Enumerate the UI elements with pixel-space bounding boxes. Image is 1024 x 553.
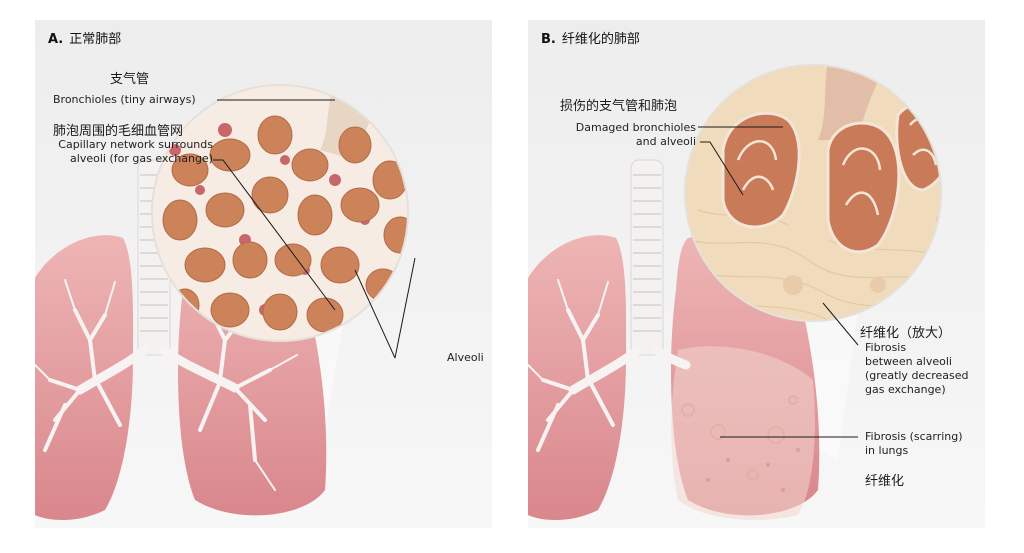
- panel-letter: B.: [541, 32, 556, 47]
- fibrosis-alveoli-line3: (greatly decreased: [865, 369, 969, 382]
- fibrosis-zoom-circle: [685, 65, 941, 321]
- panel-fibrotic-lung: B. 纤维化的肺部 损伤的支气管和肺泡 Damaged bronchioles a…: [528, 20, 985, 528]
- fibrotic-lung-illustration: [528, 64, 942, 521]
- scarring-label-cn: 纤维化: [865, 474, 905, 489]
- panel-a-heading: A. 正常肺部: [48, 28, 121, 47]
- damaged-label-en-line2: and alveoli: [635, 135, 696, 148]
- scar-spots: [681, 395, 798, 481]
- bronchioles-label-cn: 支气管: [110, 72, 150, 87]
- damaged-label-cn: 损伤的支气管和肺泡: [560, 99, 678, 114]
- bronchial-tree: [528, 279, 691, 452]
- panel-normal-lung: A. 正常肺部 支气管 Bronchioles (tiny airways) 肺泡…: [35, 20, 492, 528]
- capillary-label-en-line2: alveoli (for gas exchange): [70, 152, 213, 165]
- left-lung: [528, 235, 627, 521]
- fibrosis-alveoli-line1: Fibrosis: [865, 341, 907, 354]
- alveoli-label-en: Alveoli: [447, 351, 484, 364]
- panel-title: 正常肺部: [69, 32, 122, 47]
- capillary-label-cn: 肺泡周围的毛细血管网: [53, 124, 184, 139]
- left-lung: [35, 235, 134, 521]
- trachea: [630, 159, 664, 356]
- scarring-label-line2: in lungs: [865, 444, 909, 457]
- panel-letter: A.: [48, 32, 64, 47]
- alveoli-zoom-circle: [152, 85, 408, 341]
- panel-title: 纤维化的肺部: [561, 32, 640, 47]
- leader-lines: [213, 99, 416, 359]
- leader-lines: [698, 126, 859, 438]
- bronchioles-label-en: Bronchioles (tiny airways): [53, 93, 196, 106]
- fibrosis-alveoli-line4: gas exchange): [865, 383, 946, 396]
- scarring-label-line1: Fibrosis (scarring): [865, 430, 963, 443]
- damaged-label-en-line1: Damaged bronchioles: [575, 121, 696, 134]
- normal-lung-illustration: [35, 84, 416, 521]
- panel-b-heading: B. 纤维化的肺部: [541, 28, 640, 47]
- capillary-label-en-line1: Capillary network surrounds: [58, 138, 213, 151]
- fibrosis-alveoli-line2: between alveoli: [865, 355, 952, 368]
- scarring-region: [671, 346, 815, 520]
- zoom-label-cn: 纤维化（放大）: [860, 326, 952, 341]
